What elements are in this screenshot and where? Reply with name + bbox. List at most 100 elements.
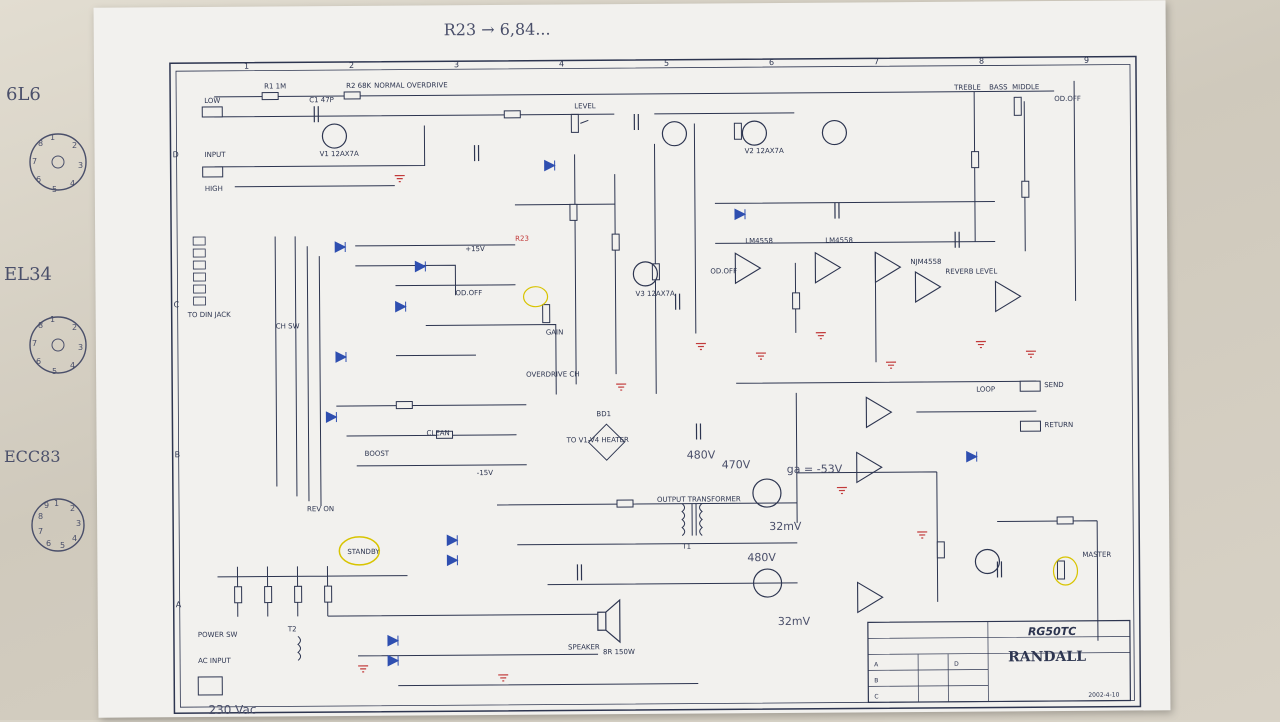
power-transformer: [297, 635, 302, 661]
diode-group: [325, 159, 978, 667]
resistor: [936, 541, 945, 559]
grid-col-label: 2: [349, 61, 354, 70]
reverb-level-label: REVERB LEVEL: [945, 267, 997, 275]
schematic-labels: LOW INPUT HIGH NORMAL OVERDRIVE OVERDRIV…: [187, 81, 1112, 665]
input-jack-high: [202, 166, 224, 178]
diode: [387, 634, 400, 647]
ground-icon: [1025, 350, 1036, 358]
voltage-note: 32mV: [769, 520, 802, 533]
resistor: [294, 585, 303, 603]
capacitor-group: [313, 106, 1003, 581]
capacitor: [954, 231, 960, 248]
diode: [325, 411, 338, 423]
part-label: C1 47P: [309, 96, 334, 104]
resistor: [616, 499, 634, 508]
ground-icon: [755, 352, 766, 360]
svg-text:4: 4: [70, 361, 75, 370]
resistor: [971, 151, 980, 169]
revision-row: A: [874, 661, 879, 668]
power-tube-2: [752, 568, 783, 598]
part-label-r23: R23: [515, 235, 529, 243]
svg-text:6: 6: [36, 175, 41, 184]
tube-el34-label: EL34: [4, 264, 52, 285]
voltage-note: 480V: [747, 551, 776, 564]
capacitor: [834, 202, 840, 219]
svg-text:1: 1: [50, 315, 55, 324]
diode: [334, 241, 347, 253]
part-label: V1 12AX7A: [320, 150, 359, 158]
grid-row-label: D: [173, 150, 179, 159]
resistor: [792, 292, 801, 310]
standby-highlight: [338, 536, 381, 566]
plus15-label: +15V: [465, 245, 485, 253]
part-label: R1 1M: [264, 82, 286, 90]
svg-text:7: 7: [38, 527, 43, 536]
svg-text:3: 3: [76, 519, 81, 528]
tube-v1a: [321, 123, 348, 149]
diode: [544, 159, 556, 172]
part-label: NJM4558: [910, 258, 941, 266]
svg-text:9: 9: [44, 501, 49, 510]
resistor: [1056, 516, 1074, 525]
middle-pot: [1013, 96, 1022, 116]
voltage-note: 32mV: [778, 615, 811, 628]
grid-row-label: A: [176, 600, 182, 609]
pot-wiper: [580, 119, 589, 124]
loop-label: LOOP: [976, 385, 995, 393]
svg-text:2: 2: [72, 141, 77, 150]
transformer-group: [297, 503, 703, 661]
capacitor: [695, 423, 702, 440]
opamp: [734, 252, 762, 285]
power-tube-1: [752, 478, 782, 508]
part-label: LM4558: [825, 236, 853, 244]
level-label: LEVEL: [574, 102, 596, 110]
pinout-sketches: 6L6 EL34 ECC83 1 2 3 4 5 6 7 8 1 2 3 4 5…: [4, 84, 87, 552]
speaker-symbol: [597, 598, 621, 644]
grid-col-label: 9: [1084, 56, 1089, 65]
grid-row-label: C: [174, 300, 180, 309]
bass-label: BASS: [989, 83, 1008, 91]
part-label: T1: [681, 543, 691, 551]
clean-label: CLEAN: [426, 429, 449, 437]
resistor: [1021, 180, 1030, 198]
voltage-note: ga = -53V: [787, 463, 843, 476]
tube-v2b: [821, 119, 848, 146]
opamp: [874, 251, 902, 284]
diode: [734, 208, 747, 221]
resistor: [569, 203, 578, 221]
level-pot: [570, 113, 579, 133]
input-jack-low: [201, 106, 223, 118]
octal-socket-sketch: [29, 316, 87, 374]
svg-text:2: 2: [72, 323, 77, 332]
drawing-inner-border: [175, 64, 1135, 708]
capacitor: [996, 561, 1003, 578]
diode: [966, 450, 978, 463]
middle-label: MIDDLE: [1012, 83, 1039, 91]
opamp: [814, 251, 842, 284]
part-label: V3 12AX7A: [636, 290, 675, 298]
schematic-drawing: 1 2 3 4 5 6 7 8 9 A B C D R23 → 6,84...: [169, 20, 1142, 717]
resistor: [324, 585, 333, 603]
revision-row: D: [954, 661, 959, 668]
svg-text:8: 8: [38, 321, 43, 330]
opamp: [914, 271, 942, 303]
pin-numbers: 1 2 3 4 5 6 7 8 1 2 3 4 5 6 7 8 1 2 3 4 …: [32, 133, 83, 550]
drawing-date: 2002-4-10: [1088, 692, 1119, 699]
svg-text:4: 4: [72, 534, 77, 543]
standby-label: STANDBY: [347, 548, 380, 556]
ground-icon: [616, 383, 627, 391]
output-transformer-secondary: [699, 503, 703, 536]
tube-v2a: [741, 120, 768, 146]
resistor: [435, 430, 454, 439]
drawing-border: [169, 55, 1142, 714]
opamp: [994, 280, 1022, 313]
od-off-label: OD.OFF: [1054, 95, 1081, 103]
mains-note: 230 Vac: [208, 703, 256, 717]
diode: [395, 300, 407, 313]
rev-on-label: REV ON: [307, 505, 334, 513]
diode: [446, 534, 459, 547]
svg-text:6: 6: [46, 539, 51, 548]
speaker-spec-label: 8R 150W: [603, 648, 635, 656]
svg-text:8: 8: [38, 512, 43, 521]
ac-input-label: AC INPUT: [198, 657, 231, 665]
